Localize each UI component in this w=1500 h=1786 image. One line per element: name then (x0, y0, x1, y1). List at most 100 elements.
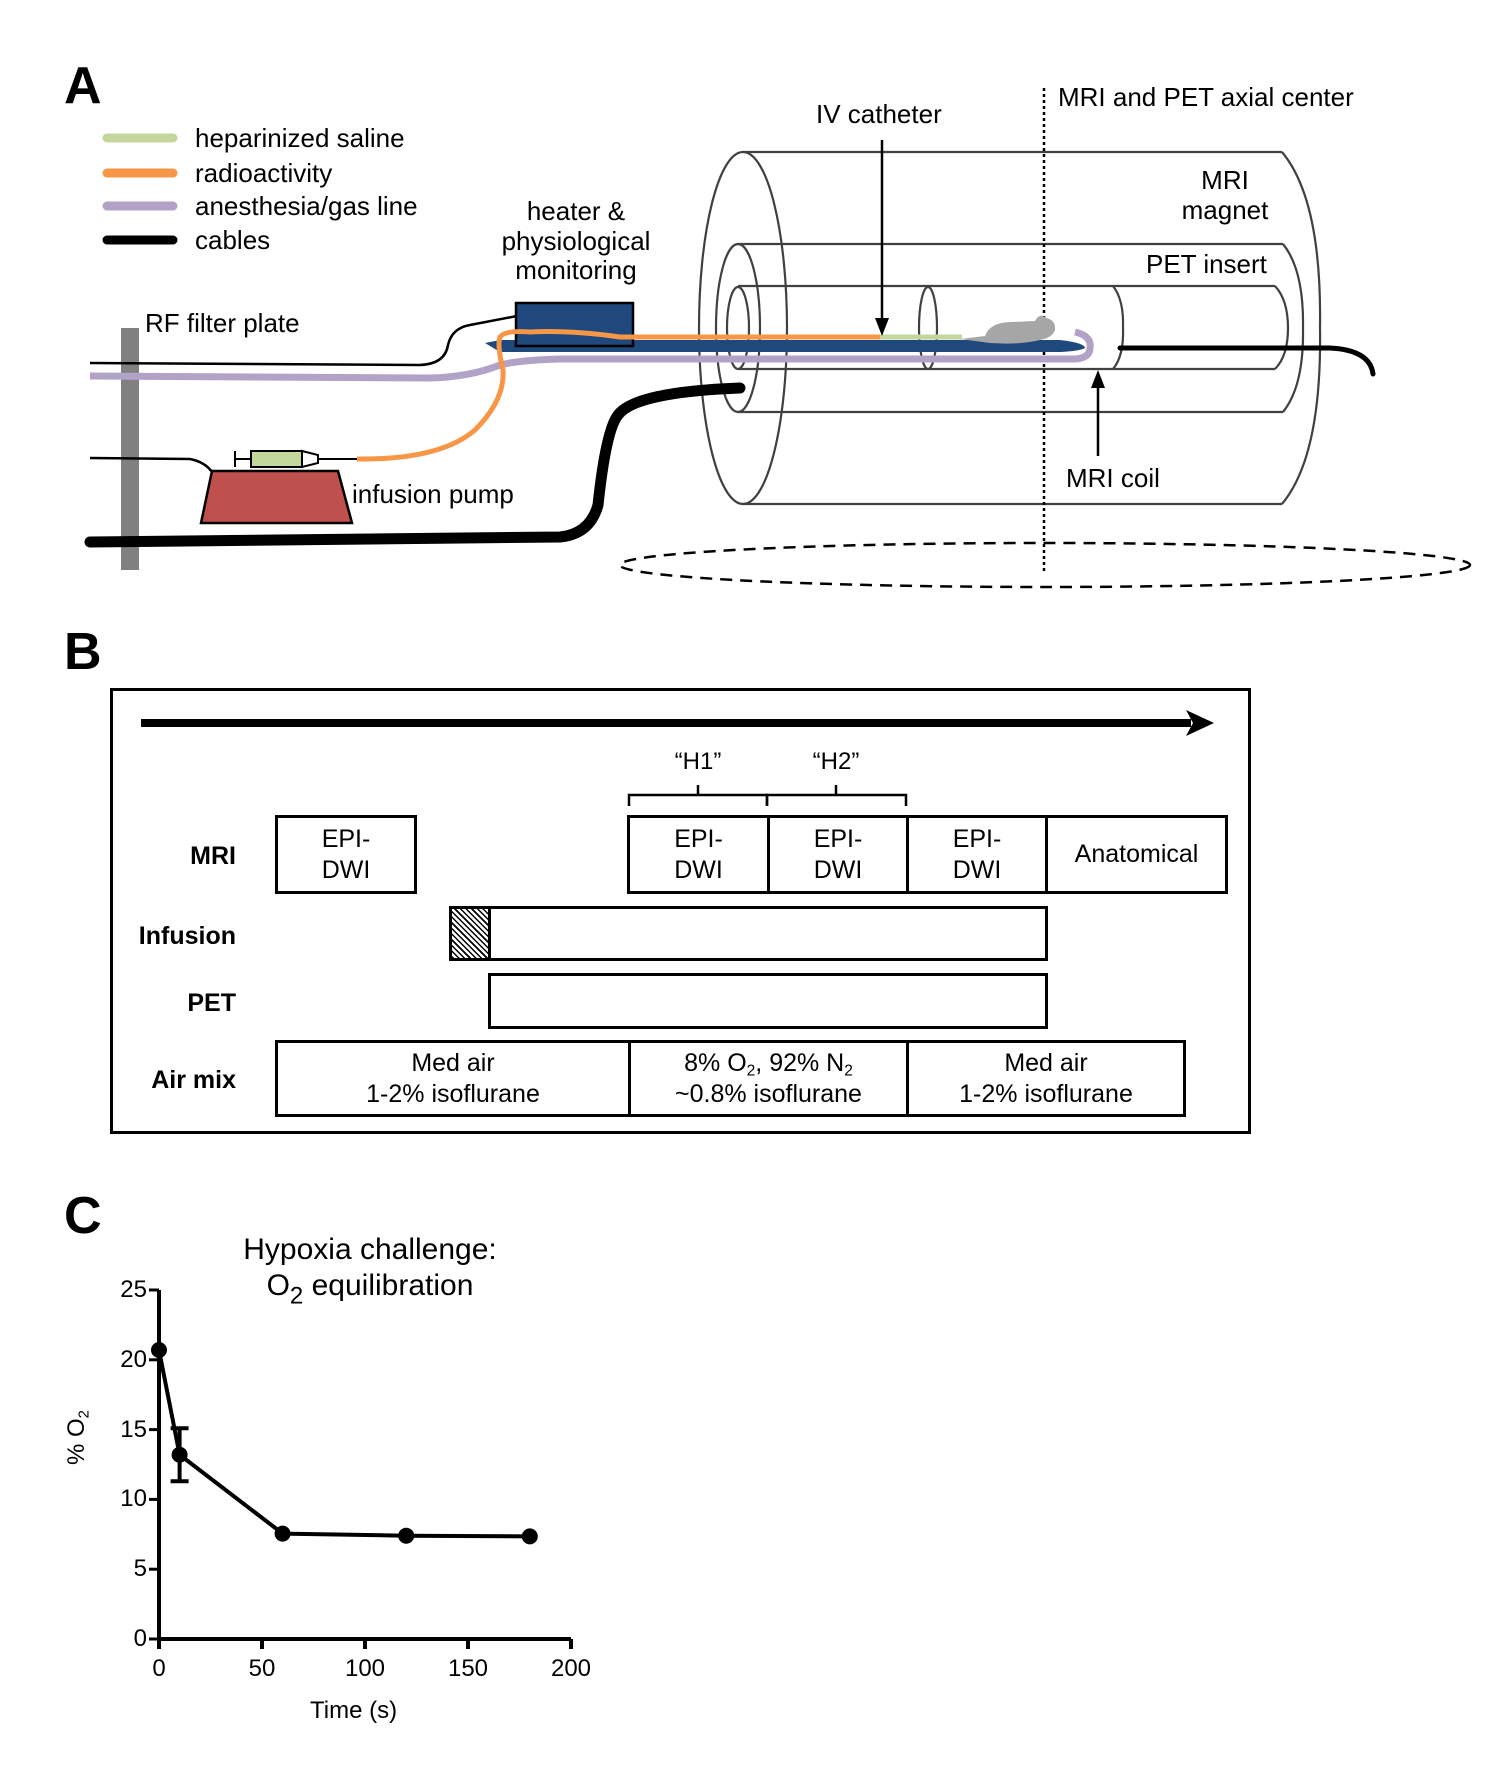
airmix-line1: Med air (411, 1049, 495, 1077)
pet-insert-label: PET insert (1146, 249, 1267, 279)
y-tick-label: 25 (120, 1276, 147, 1303)
panel-a-label: A (64, 57, 102, 115)
chart-title-o: O (266, 1269, 290, 1302)
mri-block-epi-dwi-post: EPI-DWI (906, 815, 1048, 894)
y-tick-label: 5 (133, 1555, 147, 1583)
airmix-line2: 1-2% isoflurane (959, 1079, 1133, 1108)
airmix-line2: 1-2% isoflurane (366, 1079, 540, 1108)
airmix-line1: Med air (1004, 1049, 1088, 1077)
x-tick-label: 100 (344, 1655, 386, 1682)
setup-diagram (84, 88, 1472, 589)
chart-title-line2: O2 equilibration (200, 1268, 540, 1308)
heater-label: heater & physiological monitoring (486, 196, 666, 286)
rf-filter-plate (121, 328, 139, 570)
x-tick-label: 200 (550, 1655, 592, 1682)
iv-catheter-arrow (875, 140, 889, 336)
mri-magnet (697, 150, 1322, 506)
airmix-o2-sub: 2 (746, 1062, 756, 1080)
legend-label-saline: heparinized saline (195, 123, 405, 153)
mri-block-epi-dwi-h1: EPI-DWI (627, 815, 770, 894)
gas-line (89, 328, 1094, 382)
legend-label-cables: cables (195, 225, 271, 255)
mri-coil-arrow (1091, 370, 1105, 456)
infusion-bolus-hatch (449, 906, 490, 961)
airmix-o2-text: 8% O (684, 1049, 747, 1077)
mri-coil (725, 284, 1290, 371)
mri-block-epi-dwi-h2: EPI-DWI (767, 815, 909, 894)
panel-b-label: B (64, 623, 102, 681)
airmix-line1: 8% O2, 92% N2 (675, 1048, 862, 1079)
mri-magnet-label-line1: MRI (1201, 165, 1249, 195)
floor-ellipse (618, 541, 1472, 589)
row-label-infusion: Infusion (138, 922, 236, 950)
mri-block-line2: DWI (813, 855, 863, 884)
mri-block-line1: Anatomical (1074, 840, 1199, 869)
y-tick-label: 20 (120, 1345, 147, 1373)
x-tick-label: 150 (447, 1655, 489, 1682)
x-axis-label: Time (s) (310, 1697, 398, 1724)
airmix-line2: ~0.8% isoflurane (675, 1079, 862, 1108)
airmix-n2-text: , 92% N (755, 1049, 845, 1077)
mri-block-line1: EPI- (813, 825, 863, 853)
syringe-icon (234, 449, 357, 469)
coil-cable (1117, 345, 1376, 377)
animal-bed (485, 340, 1085, 352)
pet-bar (488, 973, 1048, 1029)
chart-title-sub: 2 (289, 1282, 304, 1310)
mri-magnet-label: MRI magnet (1175, 165, 1275, 225)
mri-block-line2: DWI (674, 855, 723, 884)
airmix-block-hypoxia: 8% O2, 92% N2 ~0.8% isoflurane (628, 1040, 909, 1117)
pet-insert (714, 242, 1305, 414)
heater-label-line3: monitoring (515, 255, 637, 286)
mri-magnet-label-line2: magnet (1181, 194, 1269, 225)
mri-block-line1: EPI- (674, 825, 723, 853)
y-tick-label: 10 (120, 1485, 147, 1513)
x-tick-label: 50 (248, 1655, 276, 1682)
y-tick-label: 15 (120, 1415, 147, 1443)
legend-label-gas: anesthesia/gas line (195, 191, 418, 221)
mri-block-line1: EPI- (321, 825, 371, 853)
heater-label-line1: heater & (526, 196, 626, 226)
mri-block-line2: DWI (952, 855, 1002, 884)
mri-block-line2: DWI (321, 855, 371, 884)
pump-cable (89, 456, 214, 473)
row-label-pet: PET (187, 989, 236, 1017)
chart-title-line1: Hypoxia challenge: (243, 1233, 497, 1266)
h2-label: “H2” (812, 748, 860, 775)
mri-block-anatomical: Anatomical (1045, 815, 1228, 894)
x-tick-label: 0 (152, 1655, 166, 1682)
data-point (521, 1528, 538, 1545)
h1-label: “H1” (674, 748, 722, 775)
chart-title-rest: equilibration (303, 1269, 474, 1302)
mri-block-line1: EPI- (952, 825, 1002, 853)
mri-coil-label: MRI coil (1066, 463, 1160, 493)
iv-catheter-label: IV catheter (816, 99, 942, 129)
heater-monitor-box (514, 301, 635, 348)
airmix-n2-sub: 2 (844, 1062, 853, 1080)
data-point (398, 1527, 415, 1544)
legend-label-radioactivity: radioactivity (195, 158, 333, 188)
data-point (151, 1342, 167, 1359)
row-label-airmix: Air mix (151, 1066, 236, 1094)
infusion-pump (199, 469, 354, 525)
row-label-mri: MRI (190, 842, 236, 870)
data-point (171, 1446, 188, 1463)
axial-center-label: MRI and PET axial center (1058, 82, 1354, 112)
infusion-bar (488, 906, 1048, 961)
mouse-icon (960, 315, 1056, 344)
series-line (157, 1349, 530, 1539)
rf-filter-plate-label: RF filter plate (145, 308, 300, 338)
data-point (274, 1525, 291, 1542)
main-cable (84, 382, 746, 548)
panel-c-label: C (64, 1187, 102, 1245)
chart-title: Hypoxia challenge: O2 equilibration (200, 1232, 540, 1308)
mri-block-epi-dwi: EPI-DWI (275, 815, 417, 894)
heater-cable (89, 314, 518, 367)
heater-label-line2: physiological (501, 225, 651, 256)
radioactivity-line (356, 329, 880, 462)
y-tick-label: 0 (133, 1625, 147, 1652)
infusion-pump-label: infusion pump (352, 479, 514, 509)
